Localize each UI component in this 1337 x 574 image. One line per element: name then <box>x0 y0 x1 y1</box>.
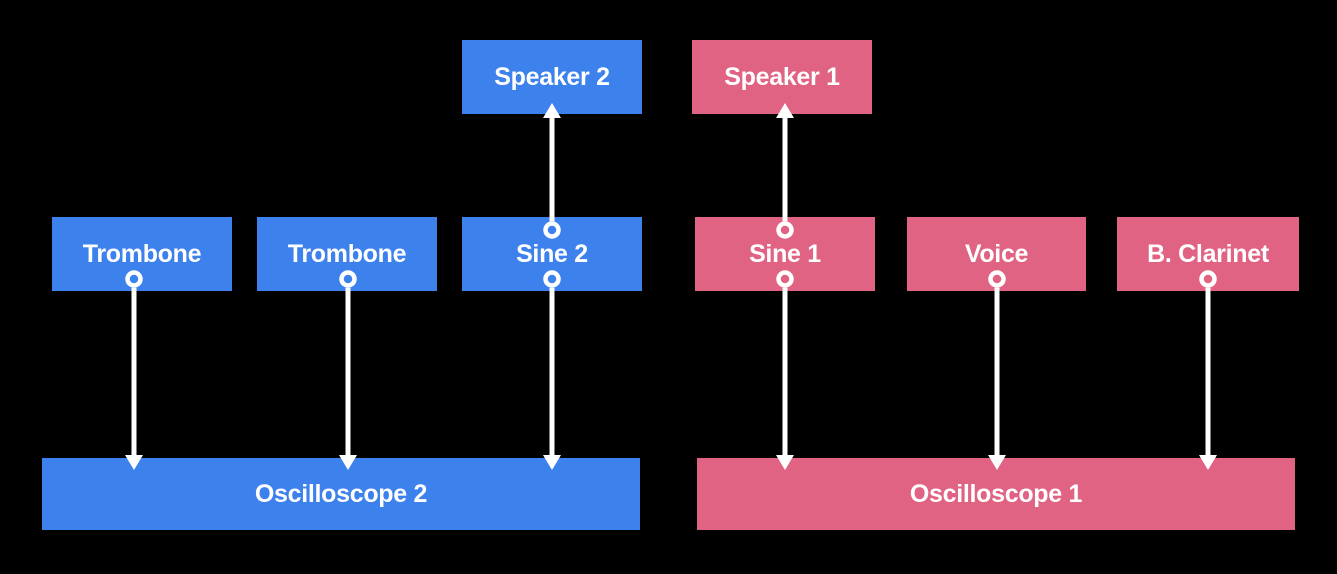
node-label: Oscilloscope 2 <box>254 479 428 508</box>
edge-trombone-b-to-oscilloscope-2 <box>339 270 357 470</box>
node-b-clarinet[interactable]: B. Clarinet <box>1117 217 1299 291</box>
node-label: Oscilloscope 1 <box>909 479 1083 508</box>
edge-b-clarinet-to-oscilloscope-1 <box>1199 270 1217 470</box>
node-speaker-1[interactable]: Speaker 1 <box>692 40 872 114</box>
node-label: Trombone <box>82 239 202 268</box>
node-label: Speaker 1 <box>724 62 840 91</box>
edge-sine-1-to-oscilloscope-1 <box>776 270 794 470</box>
node-trombone-b[interactable]: Trombone <box>257 217 437 291</box>
node-oscilloscope-1[interactable]: Oscilloscope 1 <box>697 458 1295 530</box>
node-voice[interactable]: Voice <box>907 217 1086 291</box>
node-label: Trombone <box>287 239 407 268</box>
node-sine-1[interactable]: Sine 1 <box>695 217 875 291</box>
node-label: Speaker 2 <box>494 62 610 91</box>
node-sine-2[interactable]: Sine 2 <box>462 217 642 291</box>
node-trombone-a[interactable]: Trombone <box>52 217 232 291</box>
edge-voice-to-oscilloscope-1 <box>988 270 1006 470</box>
edge-trombone-a-to-oscilloscope-2 <box>125 270 143 470</box>
node-label: Voice <box>964 239 1029 268</box>
edge-sine-2-to-oscilloscope-2 <box>543 270 561 470</box>
node-label: Sine 1 <box>749 239 821 268</box>
node-label: B. Clarinet <box>1147 239 1269 268</box>
node-oscilloscope-2[interactable]: Oscilloscope 2 <box>42 458 640 530</box>
node-label: Sine 2 <box>516 239 588 268</box>
node-speaker-2[interactable]: Speaker 2 <box>462 40 642 114</box>
